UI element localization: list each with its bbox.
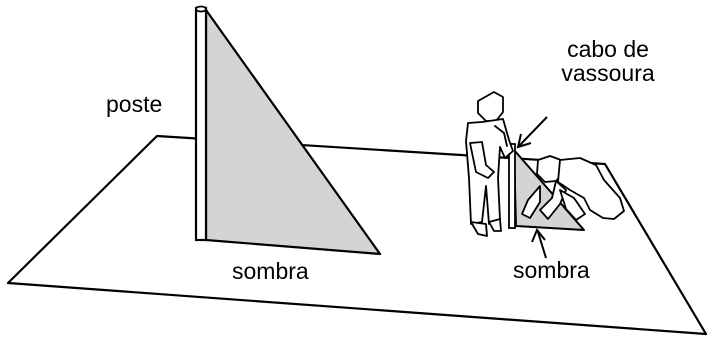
broom-shadow-arrow (531, 228, 547, 259)
broom-handle (508, 143, 516, 229)
standing-person-figure (465, 91, 514, 237)
broom-handle-label: cabo de vassoura (548, 37, 668, 85)
pole (194, 6, 208, 242)
pole-shadow-label: sombra (232, 258, 309, 284)
broom-label-line-2: vassoura (561, 60, 655, 86)
broom-label-line-1: cabo de (567, 36, 649, 62)
pole-label: poste (106, 91, 163, 117)
broom-label-arrow (516, 116, 548, 149)
pole-shadow-triangle (204, 8, 382, 256)
broom-shadow-label: sombra (513, 257, 590, 283)
pole-top (195, 5, 207, 13)
crouching-person-figure (521, 155, 625, 221)
